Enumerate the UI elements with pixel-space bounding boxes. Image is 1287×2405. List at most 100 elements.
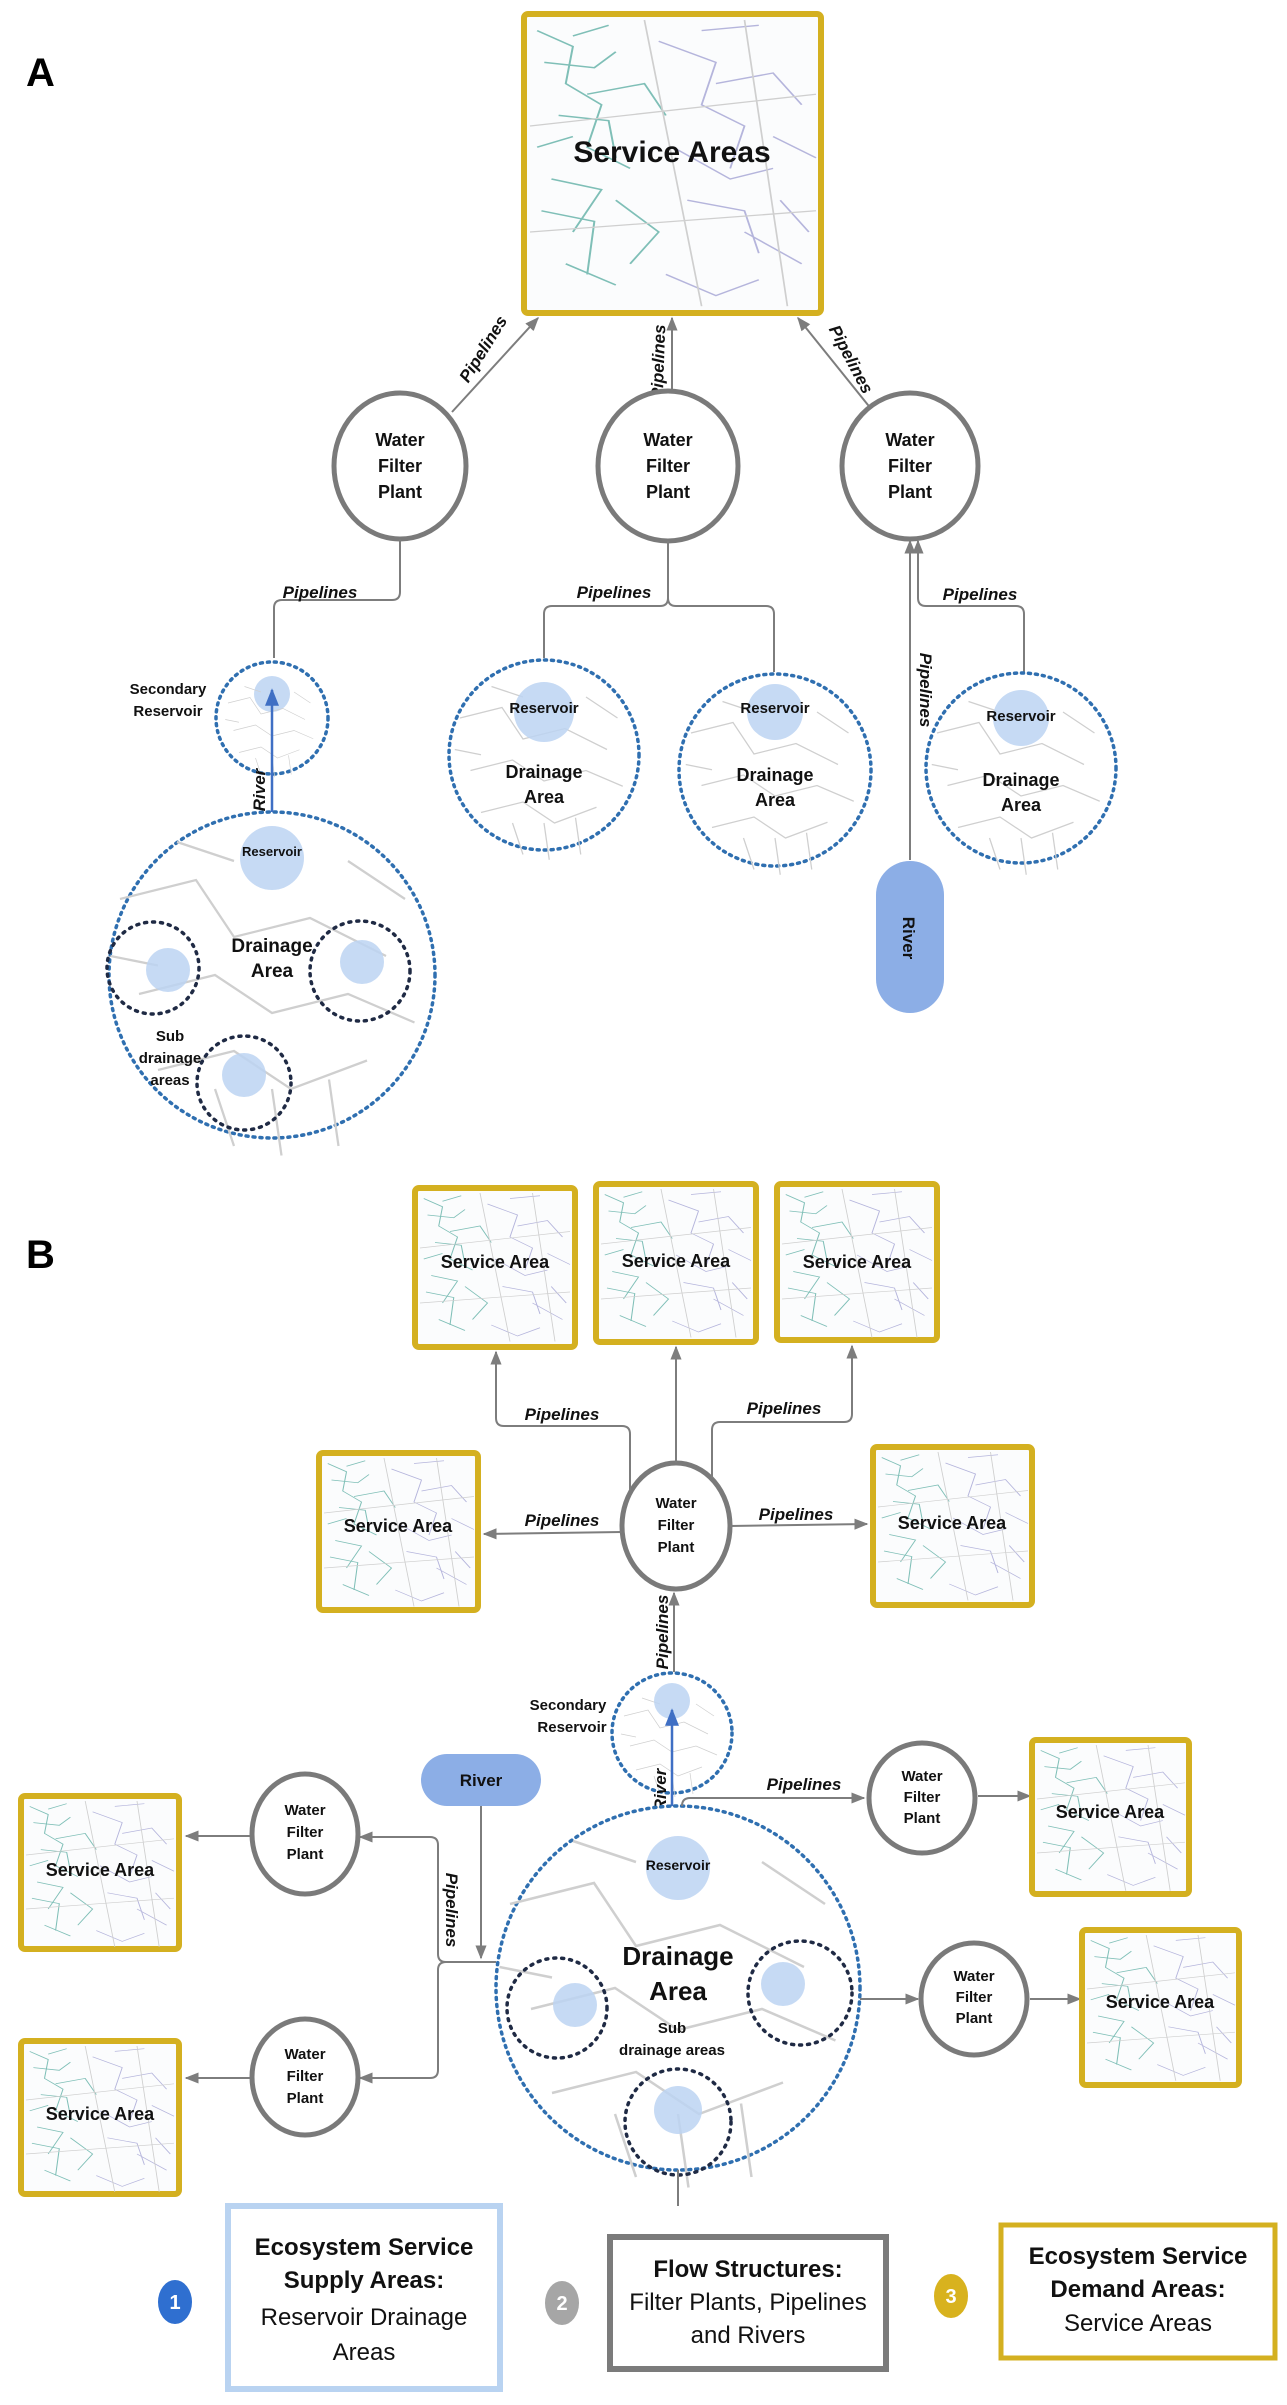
legend-number-badge-2 <box>545 2281 579 2325</box>
panel-b-pipe-top-3-label: Pipelines <box>747 1399 822 1418</box>
panel-a-pipe-res-plant3 <box>912 539 1025 678</box>
panel-a-letter: A <box>26 51 55 95</box>
sub-drainage-label: drainage <box>139 1050 202 1067</box>
panel-a-pipe-plant1-label: Pipelines <box>283 583 358 602</box>
drainage-area-label: Drainage <box>736 765 813 785</box>
service-area-label: Service Area <box>1056 1802 1165 1822</box>
legend-number-badge-3 <box>934 2274 968 2318</box>
panel-b-pipe-res-right-plant <box>681 1792 866 1807</box>
sub-drainage-label: drainage areas <box>619 2042 725 2059</box>
plant-label-line: Filter <box>956 1989 993 2006</box>
drainage-area-label: Drainage <box>982 770 1059 790</box>
plant-label-line: Plant <box>287 1846 324 1863</box>
service-area-label: Service Area <box>441 1252 550 1272</box>
panel-b-letter: B <box>26 1233 55 1277</box>
reservoir-label: Reservoir <box>740 700 809 717</box>
service-area-label: Service Area <box>46 1860 155 1880</box>
panel-b-pipe-to-top-3 <box>711 1344 858 1478</box>
reservoir-label: Reservoir <box>509 700 578 717</box>
panel-b-service-area-top-2: Service Area <box>593 1181 759 1345</box>
panel-a-secondary-reservoir: Secondary Reservoir <box>130 660 330 778</box>
panel-a-pipe-plant2-label: Pipelines <box>577 583 652 602</box>
service-area-label: Service Area <box>1106 1992 1215 2012</box>
plant-label-line: Filter <box>287 1824 324 1841</box>
reservoir-label: Reservoir <box>646 1857 711 1873</box>
plant-label-line: Water <box>885 430 934 450</box>
plant-label-line: Plant <box>287 2090 324 2107</box>
panel-b-plant-left-2: Water Filter Plant <box>249 2016 361 2138</box>
panel-b-plant-left-1: Water Filter Plant <box>249 1771 361 1897</box>
plant-label-line: Filter <box>646 456 690 476</box>
plant-label-line: Water <box>655 1495 696 1512</box>
secondary-reservoir-label: Secondary <box>130 681 207 698</box>
legend-number-badge-1 <box>158 2280 192 2324</box>
legend-title-line: Flow Structures: <box>653 2256 842 2283</box>
legend-title-line: Ecosystem Service <box>255 2234 474 2261</box>
panel-b-pipe-junction-plants <box>360 1836 496 2079</box>
panel-a-pipe-left <box>451 316 539 413</box>
reservoir-label: Reservoir <box>242 844 302 859</box>
plant-label-line: Plant <box>904 1810 941 1827</box>
legend-title-line: Demand Areas: <box>1050 2276 1225 2303</box>
panel-b-river-node: River <box>421 1754 541 1806</box>
secondary-reservoir-label: Reservoir <box>537 1719 606 1736</box>
secondary-reservoir-label: Secondary <box>530 1697 607 1714</box>
panel-a-plant-2: Water Filter Plant <box>595 388 741 544</box>
panel-a-sub-drainage-left <box>105 920 201 1016</box>
service-area-label: Service Area <box>46 2104 155 2124</box>
plant-label-line: Filter <box>658 1517 695 1534</box>
drainage-area-label: Area <box>1001 795 1042 815</box>
sub-drainage-label: areas <box>150 1072 189 1089</box>
panel-a-service-areas-box: Service Areas <box>521 11 824 316</box>
plant-label-line: Water <box>375 430 424 450</box>
panel-b-secondary-reservoir: Secondary Reservoir <box>530 1671 734 1798</box>
legend-sub-line: Service Areas <box>1064 2310 1212 2337</box>
panel-b-pipe-to-mid-left <box>482 1528 623 1540</box>
plant-label-line: Plant <box>646 482 690 502</box>
legend-number-2: 2 <box>556 2293 567 2315</box>
panel-a-pipe-right <box>797 316 873 411</box>
panel-a-drainage-area-4: Reservoir Drainage Area <box>924 671 1118 876</box>
drainage-area-label: Area <box>251 961 294 982</box>
panel-b-service-area-right-1: Service Area <box>1029 1737 1192 1897</box>
legend-item-flow: 2 Flow Structures: Filter Plants, Pipeli… <box>545 2234 889 2372</box>
plant-label-line: Filter <box>287 2068 324 2085</box>
panel-b-service-area-top-1: Service Area <box>412 1185 578 1350</box>
panel-a-river-node: River <box>876 861 944 1013</box>
plant-label-line: Water <box>284 1802 325 1819</box>
legend-item-demand: 3 Ecosystem Service Demand Areas: Servic… <box>934 2222 1278 2361</box>
sub-drainage-label: Sub <box>156 1028 184 1045</box>
river-node-label: River <box>460 1771 503 1790</box>
plant-label-line: Plant <box>888 482 932 502</box>
legend-sub-line: Areas <box>333 2339 396 2366</box>
panel-b-service-area-mid-right: Service Area <box>870 1444 1035 1608</box>
drainage-area-label: Drainage <box>505 762 582 782</box>
panel-b-service-area-top-3: Service Area <box>774 1181 940 1343</box>
panel-a-drainage-area-2: Reservoir Drainage Area <box>447 658 641 861</box>
legend-number-3: 3 <box>945 2286 956 2308</box>
panel-b-river-label-vertical: River <box>651 1767 670 1811</box>
panel-b-service-area-mid-left: Service Area <box>316 1450 481 1613</box>
drainage-area-label: Drainage <box>622 1941 733 1971</box>
plant-label-line: Plant <box>956 2010 993 2027</box>
panel-b-service-area-left-2: Service Area <box>18 2038 182 2197</box>
panel-b-pipe-top-1-label: Pipelines <box>525 1405 600 1424</box>
reservoir-label: Reservoir <box>986 708 1055 725</box>
sub-drainage-label: Sub <box>658 2020 686 2037</box>
panel-b-pipe-to-mid-right <box>729 1518 869 1530</box>
service-area-label: Service Area <box>898 1513 1007 1533</box>
panel-a-service-areas-label: Service Areas <box>573 136 770 169</box>
service-area-label: Service Area <box>803 1252 912 1272</box>
drainage-area-label: Area <box>755 790 796 810</box>
panel-b-drainage-area: Reservoir Drainage Area Sub drainage are… <box>494 1804 862 2189</box>
service-area-label: Service Area <box>622 1251 731 1271</box>
panel-a-pipe-center-label: Pipelines <box>648 324 670 399</box>
panel-b-sub-drainage-right <box>746 1939 854 2047</box>
panel-a-pipe-right-label: Pipelines <box>825 322 877 397</box>
legend-item-supply: 1 Ecosystem Service Supply Areas: Reserv… <box>158 2203 503 2392</box>
panel-b-sub-drainage-left <box>505 1956 609 2060</box>
secondary-reservoir-label: Reservoir <box>133 703 202 720</box>
panel-b-service-area-left-1: Service Area <box>18 1793 182 1952</box>
plant-label-line: Filter <box>378 456 422 476</box>
